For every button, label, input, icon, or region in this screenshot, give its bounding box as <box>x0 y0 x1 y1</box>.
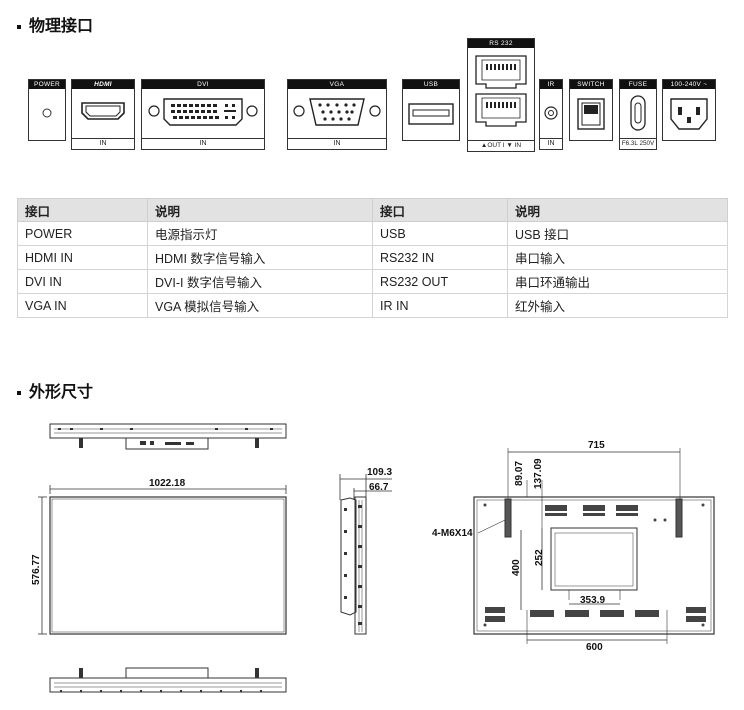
bullet-icon <box>17 24 21 29</box>
table-row: POWER 电源指示灯 USB USB 接口 <box>17 221 728 246</box>
port-header: FUSE <box>620 80 656 89</box>
dvi-connector-icon <box>148 98 258 126</box>
interfaces-title: 物理接口 <box>17 12 93 36</box>
dim-box-width: 353.9 <box>580 595 606 606</box>
table-header-cell: 说明 <box>147 198 373 222</box>
port-footer: IN <box>539 138 563 150</box>
dim-height: 576.77 <box>31 554 42 585</box>
port-footer: IN <box>71 138 135 150</box>
table-header-cell: 接口 <box>372 198 508 222</box>
table-cell: HDMI 数字信号输入 <box>147 245 373 270</box>
table-header-row: 接口 说明 接口 说明 <box>17 198 728 222</box>
dim-top-offset-1: 89.07 <box>514 460 525 486</box>
port-header: VGA <box>288 80 386 89</box>
power-led-icon <box>42 108 52 118</box>
port-usb: USB <box>402 79 460 141</box>
ac-inlet-icon <box>670 98 708 130</box>
usb-connector-icon <box>408 103 454 125</box>
bottom-view-outline <box>49 667 287 693</box>
port-power: POWER <box>28 79 66 141</box>
port-rs232: RS 232 ▲OUT I ▼ IN <box>467 38 535 152</box>
rj45-connector-icon <box>475 55 527 127</box>
port-header: SWITCH <box>570 80 612 89</box>
port-switch: SWITCH <box>569 79 613 141</box>
top-view-outline <box>49 423 287 450</box>
table-cell: POWER <box>17 221 148 246</box>
port-hdmi: HDMI IN <box>71 79 135 150</box>
port-fuse: FUSE F6.3L 250V <box>619 79 657 150</box>
port-footer: ▲OUT I ▼ IN <box>467 140 535 152</box>
dim-mount-vertical: 400 <box>511 559 522 576</box>
table-cell: RS232 IN <box>372 245 508 270</box>
table-row: VGA IN VGA 模拟信号输入 IR IN 红外输入 <box>17 293 728 318</box>
table-cell: 串口环通输出 <box>507 269 728 294</box>
table-cell: IR IN <box>372 293 508 318</box>
port-header: HDMI <box>72 80 134 89</box>
port-header: IR <box>540 80 562 89</box>
vga-connector-icon <box>293 98 381 126</box>
port-header: USB <box>403 80 459 89</box>
power-switch-icon <box>577 98 605 130</box>
port-ac-inlet: 100-240V ~ <box>662 79 716 141</box>
front-view-outline <box>49 496 287 635</box>
interface-spec-table: 接口 说明 接口 说明 POWER 电源指示灯 USB USB 接口 HDMI … <box>17 198 728 318</box>
hdmi-connector-icon <box>81 102 125 120</box>
port-header: 100-240V ~ <box>663 80 715 89</box>
dim-rear-width: 715 <box>588 440 605 451</box>
dim-mount-horizontal: 600 <box>586 642 603 653</box>
dim-depth-body: 66.7 <box>369 482 389 493</box>
dimensions-title: 外形尺寸 <box>17 378 93 402</box>
port-dvi: DVI IN <box>141 79 265 150</box>
table-row: HDMI IN HDMI 数字信号输入 RS232 IN 串口输入 <box>17 245 728 270</box>
table-cell: DVI IN <box>17 269 148 294</box>
port-footer: IN <box>287 138 387 150</box>
port-ir: IR IN <box>539 79 563 150</box>
fuse-holder-icon <box>630 95 646 131</box>
side-view-outline <box>339 474 392 635</box>
rear-view-outline <box>473 496 715 635</box>
table-cell: HDMI IN <box>17 245 148 270</box>
dim-mount-label: 4-M6X14 <box>432 528 473 539</box>
table-cell: 红外输入 <box>507 293 728 318</box>
port-footer: F6.3L 250V <box>619 138 657 150</box>
port-header: DVI <box>142 80 264 89</box>
port-header: POWER <box>29 80 65 89</box>
table-cell: 电源指示灯 <box>147 221 373 246</box>
table-cell: RS232 OUT <box>372 269 508 294</box>
table-cell: VGA IN <box>17 293 148 318</box>
port-header: RS 232 <box>468 39 534 48</box>
dim-depth-total: 109.3 <box>367 467 393 478</box>
port-footer: IN <box>141 138 265 150</box>
table-cell: 串口输入 <box>507 245 728 270</box>
table-header-cell: 说明 <box>507 198 728 222</box>
dim-width: 1022.18 <box>149 478 186 489</box>
port-vga: VGA IN <box>287 79 387 150</box>
table-header-cell: 接口 <box>17 198 148 222</box>
dim-top-offset-2: 137.09 <box>533 458 544 489</box>
bullet-icon <box>17 390 21 395</box>
table-cell: VGA 模拟信号输入 <box>147 293 373 318</box>
table-row: DVI IN DVI-I 数字信号输入 RS232 OUT 串口环通输出 <box>17 269 728 294</box>
ir-jack-icon <box>544 106 558 120</box>
dim-box-height: 252 <box>534 549 545 566</box>
